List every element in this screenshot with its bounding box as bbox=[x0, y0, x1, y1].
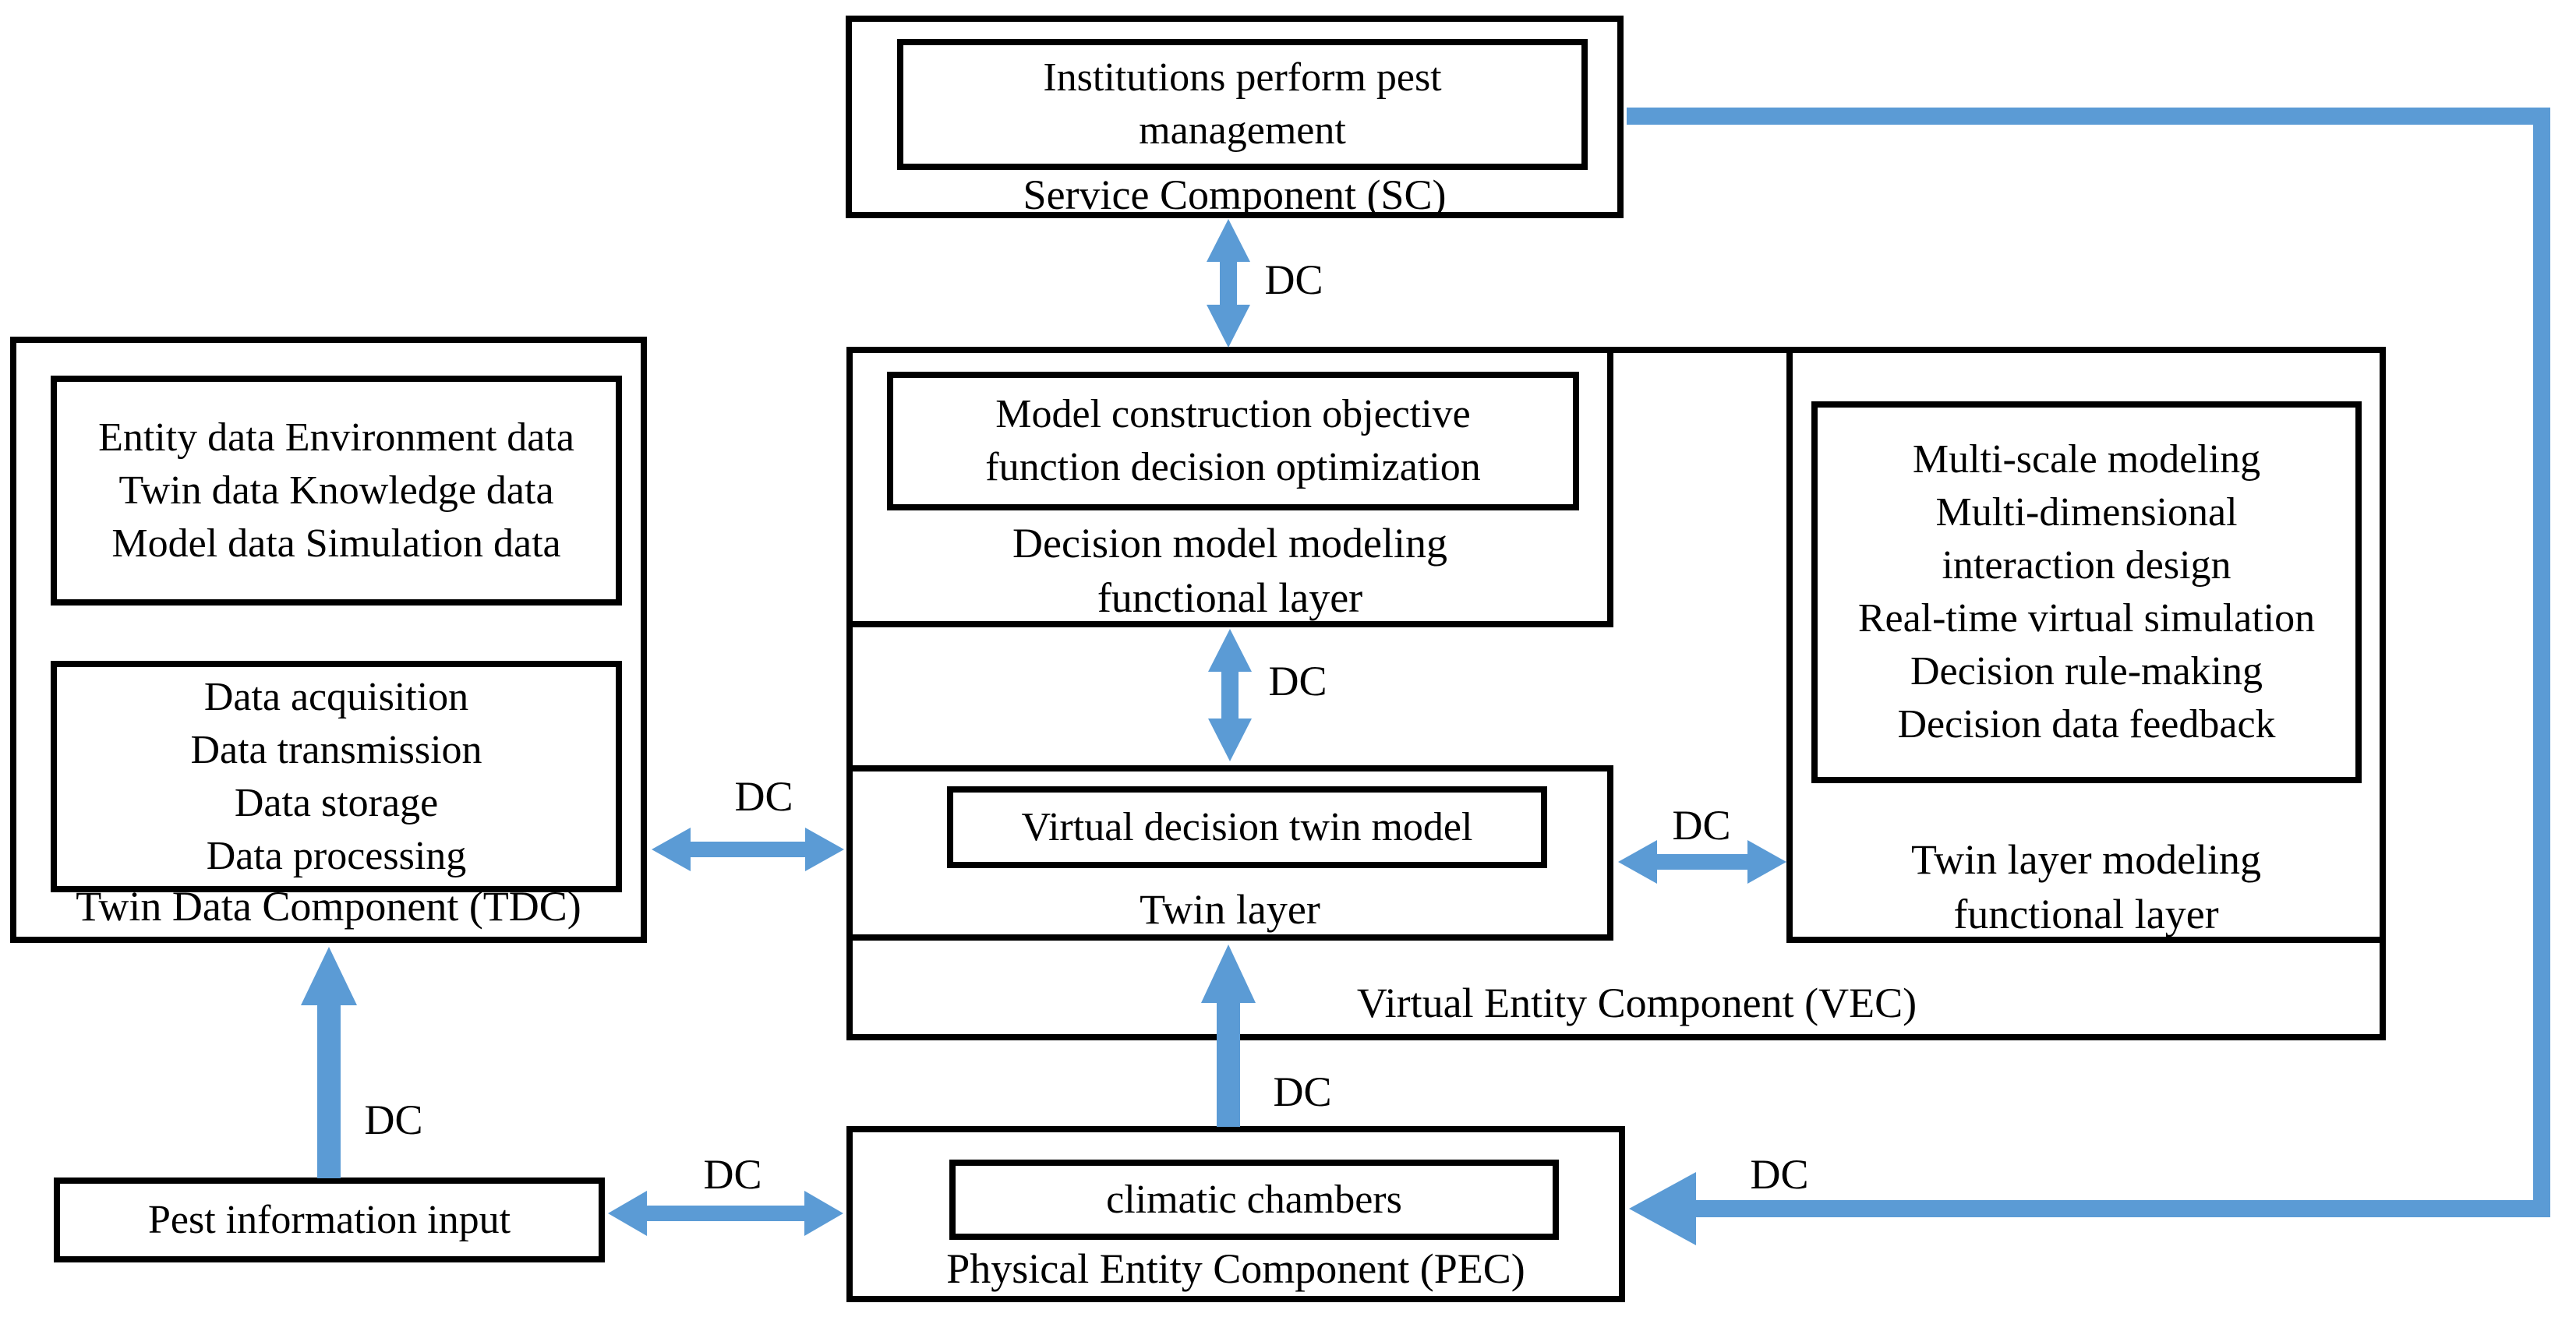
modeling-capability-line-2: Multi-dimensional bbox=[1935, 490, 2238, 535]
model-construction-box: Model construction objective function de… bbox=[887, 372, 1579, 510]
dc-label-pec-twin: DC bbox=[1273, 1068, 1332, 1115]
arrow-pest-tdc bbox=[301, 947, 357, 1178]
twin-modeling-layer-label-line-1: Twin layer modeling bbox=[1910, 836, 2262, 883]
decision-model-layer-label-line-2: functional layer bbox=[1097, 574, 1363, 621]
dc-label-pest-tdc: DC bbox=[364, 1096, 423, 1143]
model-construction-line-2: function decision optimization bbox=[985, 445, 1481, 489]
arrow-tdc-twin bbox=[652, 828, 844, 871]
modeling-capability-line-4: Real-time virtual simulation bbox=[1857, 596, 2316, 641]
pest-information-input-box: Pest information input bbox=[54, 1178, 605, 1262]
modeling-capability-line-3: interaction design bbox=[1942, 543, 2231, 588]
data-functions-line-1: Data acquisition bbox=[203, 674, 469, 719]
virtual-decision-twin-model-box: Virtual decision twin model bbox=[947, 786, 1547, 868]
modeling-capability-line-5: Decision rule-making bbox=[1910, 649, 2263, 694]
twin-data-component-label: Twin Data Component (TDC) bbox=[76, 883, 581, 930]
dc-label-sc-vec: DC bbox=[1264, 256, 1323, 303]
institutions-line-2: management bbox=[1139, 108, 1346, 153]
data-functions-box: Data acquisition Data transmission Data … bbox=[51, 661, 622, 892]
modeling-capabilities-box: Multi-scale modeling Multi-dimensional i… bbox=[1811, 401, 2362, 783]
physical-entity-component-label: Physical Entity Component (PEC) bbox=[946, 1245, 1525, 1292]
virtual-entity-component-label: Virtual Entity Component (VEC) bbox=[1356, 980, 1917, 1026]
dc-label-tdc-twin: DC bbox=[734, 773, 793, 820]
arrow-sc-vec bbox=[1207, 219, 1250, 348]
dc-label-pest-pec: DC bbox=[703, 1151, 762, 1198]
data-types-box: Entity data Environment data Twin data K… bbox=[51, 376, 622, 606]
climatic-chambers-label: climatic chambers bbox=[1106, 1177, 1402, 1222]
data-types-line-3: Model data Simulation data bbox=[111, 521, 561, 566]
dc-label-sc-pec-feedback: DC bbox=[1750, 1151, 1809, 1198]
twin-modeling-layer-label: Twin layer modeling functional layer bbox=[1786, 832, 2386, 941]
institutions-box: Institutions perform pest management bbox=[897, 39, 1588, 170]
data-functions-line-2: Data transmission bbox=[190, 727, 482, 772]
pest-information-input-label: Pest information input bbox=[147, 1197, 511, 1242]
arrow-sc-pec-feedback-head bbox=[1629, 1172, 1696, 1245]
virtual-decision-twin-model-label: Virtual decision twin model bbox=[1021, 804, 1473, 849]
data-types-line-2: Twin data Knowledge data bbox=[118, 468, 554, 513]
data-functions-line-4: Data processing bbox=[206, 833, 467, 878]
institutions-line-1: Institutions perform pest bbox=[1043, 55, 1442, 100]
service-component-label: Service Component (SC) bbox=[1023, 171, 1447, 218]
data-functions-line-3: Data storage bbox=[234, 780, 439, 825]
twin-modeling-layer-label-line-2: functional layer bbox=[1953, 891, 2219, 937]
decision-model-layer-label: Decision model modeling functional layer bbox=[846, 516, 1613, 625]
model-construction-line-1: Model construction objective bbox=[995, 392, 1471, 436]
modeling-capability-line-1: Multi-scale modeling bbox=[1912, 437, 2261, 482]
decision-model-layer-label-line-1: Decision model modeling bbox=[1012, 520, 1447, 567]
dc-label-twin-modeling: DC bbox=[1672, 802, 1731, 849]
dc-label-decision-twin: DC bbox=[1268, 658, 1327, 704]
climatic-chambers-box: climatic chambers bbox=[949, 1160, 1559, 1240]
modeling-capability-line-6: Decision data feedback bbox=[1897, 702, 2276, 747]
data-types-line-1: Entity data Environment data bbox=[98, 415, 574, 460]
twin-layer-label: Twin layer bbox=[1140, 886, 1320, 933]
